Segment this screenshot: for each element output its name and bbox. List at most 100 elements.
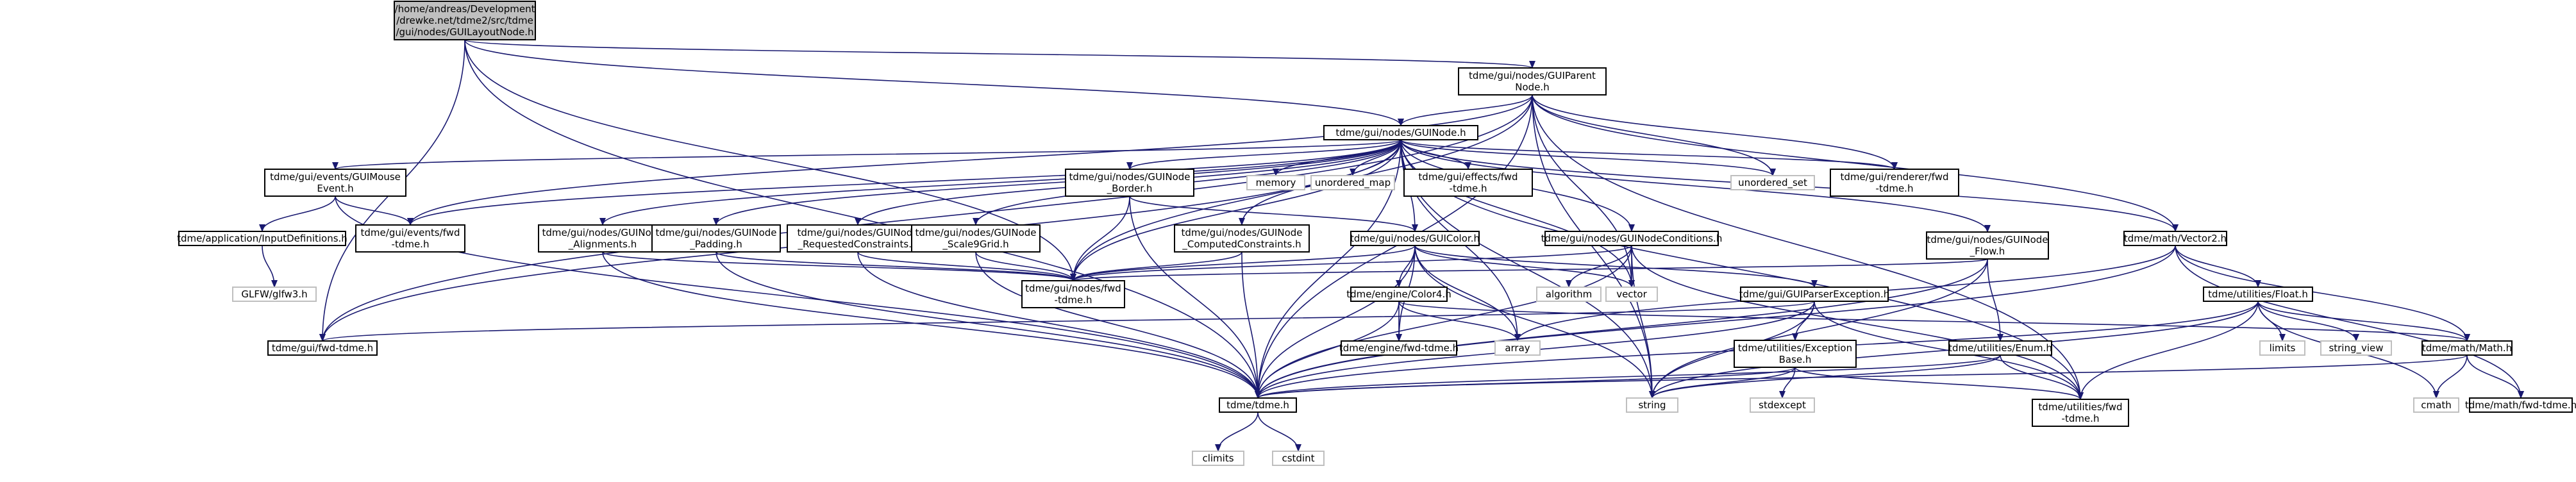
node-label: tdme/gui/nodes/GUINode — [1927, 234, 2048, 245]
edge-alignments-to-tdmeh — [602, 251, 1261, 399]
node-label: -tdme.h — [1876, 183, 1914, 194]
edges-layer — [259, 39, 2524, 452]
node-label: tdme/engine/Color4.h — [1346, 288, 1451, 300]
node-guinode[interactable]: tdme/gui/nodes/GUINode.h — [1323, 125, 1478, 140]
node-box — [1021, 280, 1125, 308]
node-label: tdme/engine/fwd-tdme.h — [1339, 342, 1459, 354]
node-label: tdme/gui/nodes/GUIParent — [1469, 70, 1596, 81]
node-root[interactable]: /home/andreas/Development/drewke.net/tdm… — [394, 1, 536, 40]
node-flow[interactable]: tdme/gui/nodes/GUINode_Flow.h — [1926, 231, 2049, 260]
edge-guinode-to-vector — [1400, 139, 1635, 288]
node-box — [1065, 169, 1194, 197]
node-label: tdme/utilities/fwd — [2038, 401, 2122, 413]
edge-guinode-to-border — [1126, 139, 1401, 170]
node-climits: climits — [1192, 451, 1244, 466]
edge-parserexc-to-guifwd — [319, 301, 1815, 342]
node-conditions[interactable]: tdme/gui/nodes/GUINodeConditions.h — [1541, 231, 1723, 246]
node-label: tdme/gui/nodes/GUINode — [655, 227, 776, 238]
node-label: string — [1638, 399, 1666, 411]
node-label: limits — [2270, 342, 2296, 354]
edge-enum-to-utilfwd — [2000, 354, 2084, 400]
node-label: Node.h — [1515, 81, 1549, 93]
node-label: -tdme.h — [2062, 413, 2100, 424]
node-label: -tdme.h — [1450, 183, 1487, 194]
node-label: stdexcept — [1759, 399, 1806, 411]
edge-guinode-to-rendererfwd — [1400, 139, 1898, 170]
edge-parent-to-unordered_set — [1532, 94, 1776, 176]
node-enum[interactable]: tdme/utilities/Enum.h — [1948, 340, 2052, 356]
node-mathh[interactable]: tdme/math/Math.h — [2421, 340, 2513, 356]
node-label: GLFW/glfw3.h — [241, 288, 307, 300]
node-eventsfwd[interactable]: tdme/gui/events/fwd-tdme.h — [355, 224, 465, 253]
node-rendererfwd[interactable]: tdme/gui/renderer/fwd-tdme.h — [1830, 169, 1959, 197]
node-color4[interactable]: tdme/engine/Color4.h — [1346, 287, 1451, 302]
edge-parent-to-guifwd — [319, 94, 1533, 342]
edge-scale9-to-nodesfwd — [975, 251, 1076, 281]
node-border[interactable]: tdme/gui/nodes/GUINode_Border.h — [1065, 169, 1194, 197]
node-guifwd[interactable]: tdme/gui/fwd-tdme.h — [267, 340, 378, 356]
edge-alignments-to-nodesfwd — [602, 251, 1076, 281]
node-unordered_map: unordered_map — [1310, 175, 1395, 190]
node-label: algorithm — [1546, 288, 1592, 300]
node-label: tdme/utilities/Float.h — [2208, 288, 2308, 300]
node-effectsfwd[interactable]: tdme/gui/effects/fwd-tdme.h — [1403, 169, 1533, 197]
node-box — [1605, 287, 1658, 302]
node-box — [1323, 125, 1478, 140]
node-label: tdme/gui/events/GUIMouse — [270, 171, 401, 183]
node-box — [178, 231, 346, 246]
edge-parent-to-vector — [1532, 94, 1635, 288]
edge-guicolor-to-vector — [1414, 245, 1635, 288]
node-box — [1730, 175, 1815, 190]
node-tdmeh[interactable]: tdme/tdme.h — [1219, 397, 1297, 413]
edge-reqconstraints-to-nodesfwd — [857, 251, 1076, 281]
node-mathfwd[interactable]: tdme/math/fwd-tdme.h — [2465, 397, 2576, 413]
node-label: tdme/gui/nodes/GUINode — [915, 227, 1036, 238]
node-utilfwd[interactable]: tdme/utilities/fwd-tdme.h — [2032, 399, 2129, 427]
node-guicolor[interactable]: tdme/gui/nodes/GUIColor.h — [1350, 231, 1480, 246]
node-label: tdme/gui/GUIParserException.h — [1739, 288, 1890, 300]
nodes-layer: /home/andreas/Development/drewke.net/tdm… — [177, 1, 2576, 466]
node-box — [1740, 287, 1889, 302]
edge-flow-to-string — [1649, 258, 1988, 399]
node-box — [1544, 231, 1719, 246]
node-reqconstraints[interactable]: tdme/gui/nodes/GUINode_RequestedConstrai… — [787, 224, 929, 253]
node-alignments[interactable]: tdme/gui/nodes/GUINode_Alignments.h — [538, 224, 667, 253]
edge-conditions-to-algorithm — [1566, 245, 1632, 288]
edge-compconstraints-to-tdmeh — [1241, 251, 1261, 399]
node-nodesfwd[interactable]: tdme/gui/nodes/fwd-tdme.h — [1021, 280, 1125, 308]
node-label: tdme/math/Math.h — [2422, 342, 2512, 354]
edge-conditions-to-utilfwd — [1631, 245, 2084, 400]
node-parserexc[interactable]: tdme/gui/GUIParserException.h — [1739, 287, 1890, 302]
node-stdexcept: stdexcept — [1750, 397, 1815, 413]
edge-scale9-to-tdmeh — [975, 251, 1261, 399]
node-label: unordered_set — [1738, 177, 1807, 189]
node-label: tdme/utilities/Enum.h — [1948, 342, 2052, 354]
node-padding[interactable]: tdme/gui/nodes/GUINode_Padding.h — [651, 224, 781, 253]
node-string_view: string_view — [2320, 340, 2392, 356]
edge-excbase-to-tdmeh — [1255, 367, 1796, 399]
node-box — [1174, 224, 1310, 253]
edge-root-to-parent — [464, 39, 1535, 69]
node-vector: vector — [1605, 287, 1658, 302]
node-label: tdme/gui/renderer/fwd — [1841, 171, 1949, 183]
node-label: _ComputedConstraints.h — [1182, 238, 1301, 251]
node-box — [2032, 399, 2129, 427]
node-vector2[interactable]: tdme/math/Vector2.h — [2123, 231, 2227, 246]
node-box — [787, 224, 929, 253]
node-label: tdme/gui/nodes/fwd — [1025, 283, 1121, 294]
node-label: climits — [1202, 453, 1234, 464]
node-enginefwd[interactable]: tdme/engine/fwd-tdme.h — [1339, 340, 1459, 356]
node-compconstraints[interactable]: tdme/gui/nodes/GUINode_ComputedConstrain… — [1174, 224, 1310, 253]
node-box — [1734, 340, 1857, 368]
node-float[interactable]: tdme/utilities/Float.h — [2203, 287, 2313, 302]
edge-mathh-to-mathfwd — [2466, 354, 2524, 399]
node-inputdef[interactable]: tdme/application/InputDefinitions.h — [177, 231, 347, 246]
node-scale9[interactable]: tdme/gui/nodes/GUINode_Scale9Grid.h — [911, 224, 1041, 253]
node-label: tdme/gui/events/fwd — [361, 227, 460, 238]
edge-parent-to-guinode — [1398, 94, 1533, 126]
node-string: string — [1626, 397, 1678, 413]
